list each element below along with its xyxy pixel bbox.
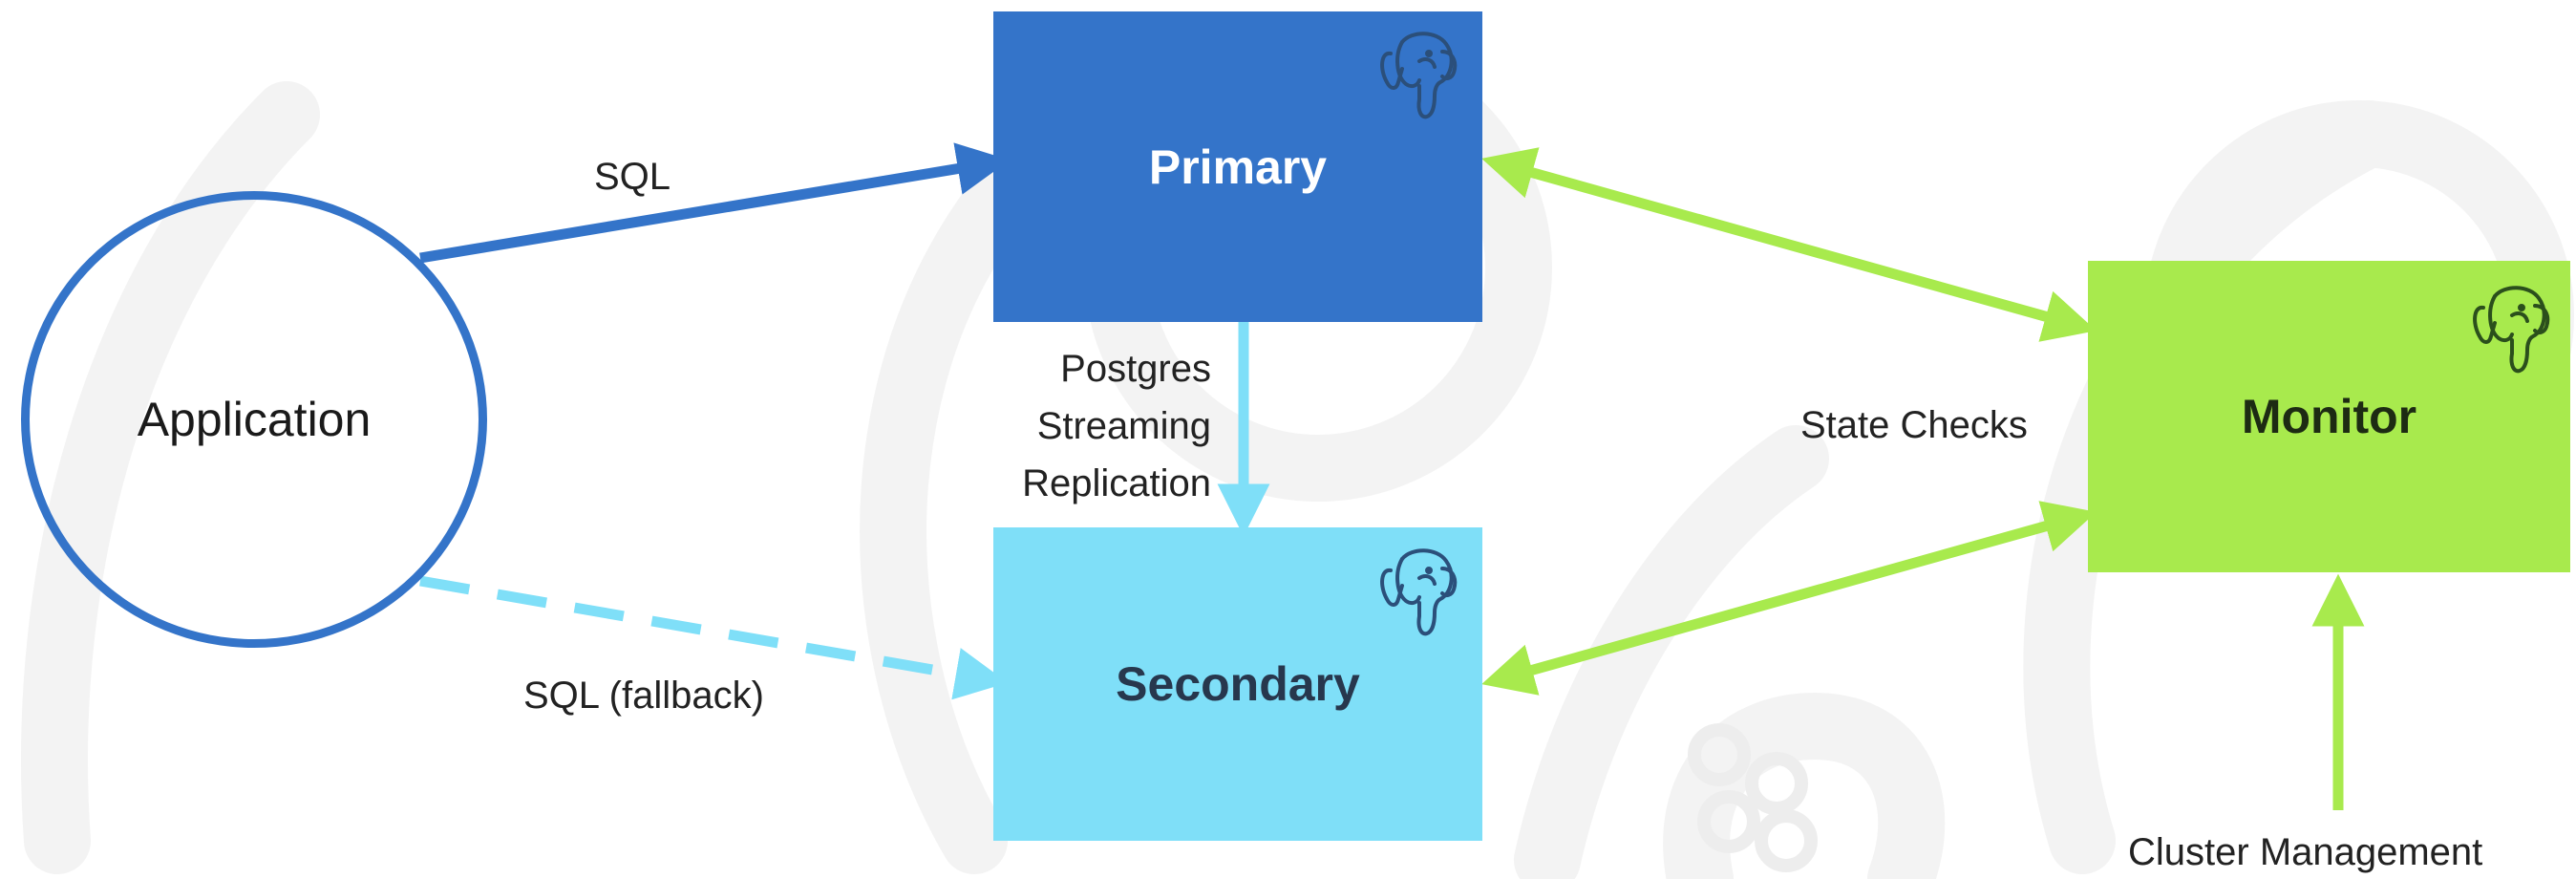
edge-label-replication: Postgres Streaming Replication <box>955 340 1211 512</box>
secondary-node: Secondary <box>993 527 1482 841</box>
primary-label: Primary <box>1148 139 1328 194</box>
postgres-elephant-icon <box>1380 548 1458 636</box>
replication-line-1: Postgres <box>1060 348 1211 390</box>
application-label: Application <box>137 393 372 446</box>
postgres-elephant-icon <box>2473 286 2550 374</box>
replication-line-2: Streaming <box>1036 405 1211 447</box>
secondary-label: Secondary <box>1116 657 1360 711</box>
primary-node: Primary <box>993 11 1482 322</box>
application-node: Application <box>21 191 487 648</box>
edge-monitor-secondary <box>1481 501 2097 696</box>
edge-label-sql: SQL <box>594 156 671 198</box>
edge-app-to-secondary <box>419 575 1009 700</box>
edge-monitor-primary <box>1481 147 2097 342</box>
edge-label-state-checks: State Checks <box>1800 404 2028 446</box>
postgres-elephant-icon <box>1380 32 1458 119</box>
replication-line-3: Replication <box>1022 462 1211 504</box>
edge-label-cluster-management: Cluster Management <box>2128 831 2483 873</box>
edge-app-to-primary <box>419 142 1011 264</box>
edge-label-sql-fallback: SQL (fallback) <box>523 675 764 717</box>
monitor-label: Monitor <box>2241 390 2417 443</box>
